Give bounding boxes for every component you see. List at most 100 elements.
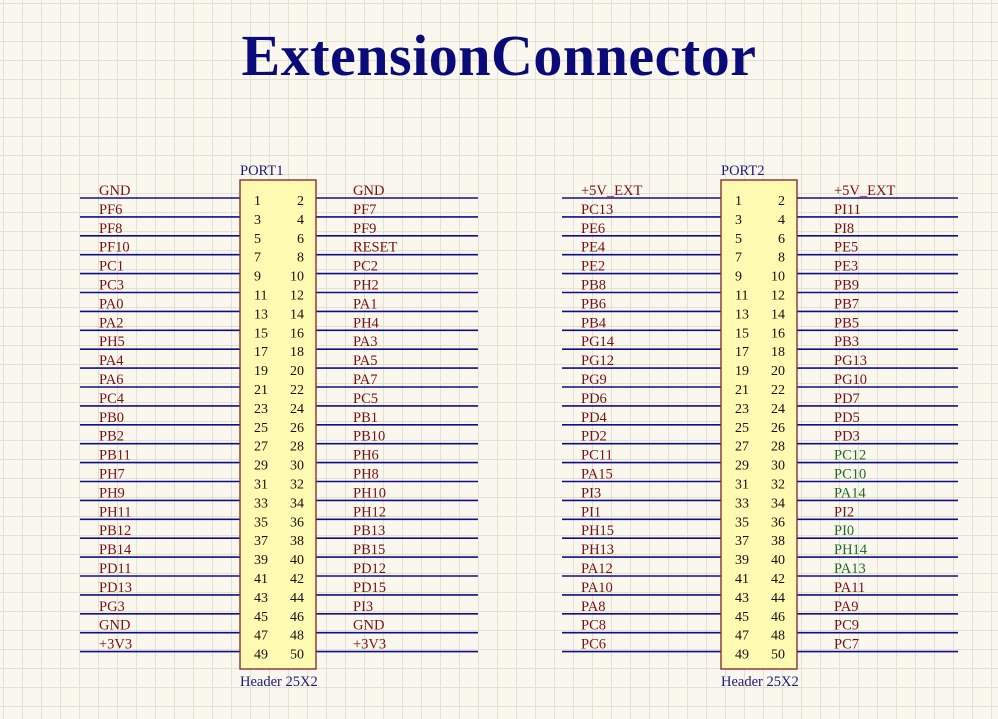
pin-number: 26 (771, 421, 785, 436)
pin-number: 8 (297, 251, 304, 266)
signal-label: PD15 (353, 580, 386, 596)
pin-number: 29 (735, 459, 749, 474)
signal-label: PB7 (834, 296, 859, 312)
signal-label: PA14 (834, 485, 866, 501)
pin-number: 18 (290, 345, 304, 360)
connector-body[interactable] (720, 179, 798, 670)
signal-label: PC4 (99, 391, 125, 407)
signal-label: PH7 (99, 467, 125, 483)
pin-number: 48 (771, 629, 785, 644)
signal-label: PC1 (99, 259, 124, 275)
pin-number: 27 (254, 440, 268, 455)
signal-label: PB11 (99, 448, 131, 464)
pin-number: 16 (290, 326, 304, 341)
signal-label: PA12 (581, 561, 613, 577)
signal-label: PE3 (834, 259, 858, 275)
signal-label: PG9 (581, 372, 607, 388)
signal-label: PD11 (99, 561, 132, 577)
signal-label: PB15 (353, 542, 385, 558)
signal-label: PA13 (834, 561, 866, 577)
pin-number: 7 (254, 251, 261, 266)
signal-label: RESET (353, 240, 397, 256)
pin-number: 26 (290, 421, 304, 436)
pin-number: 6 (778, 232, 785, 247)
pin-number: 40 (290, 553, 304, 568)
pin-number: 44 (290, 591, 304, 606)
pin-number: 36 (771, 515, 785, 530)
signal-label: PA1 (353, 296, 377, 312)
pin-number: 19 (735, 364, 749, 379)
signal-label: PI0 (834, 523, 854, 539)
connector-body[interactable] (239, 179, 317, 670)
pin-number: 22 (290, 383, 304, 398)
pin-number: 25 (735, 421, 749, 436)
signal-label: PF9 (353, 221, 376, 237)
connector-designator: PORT1 (240, 163, 283, 179)
pin-number: 43 (254, 591, 268, 606)
pin-number: 24 (771, 402, 785, 417)
pin-number: 12 (771, 289, 785, 304)
pin-number: 35 (254, 515, 268, 530)
signal-label: PF6 (99, 202, 122, 218)
pin-number: 1 (735, 194, 742, 209)
pin-number: 22 (771, 383, 785, 398)
signal-label: PA5 (353, 353, 377, 369)
pin-number: 37 (735, 534, 749, 549)
signal-label: PI3 (353, 599, 373, 615)
signal-label: PD2 (581, 429, 607, 445)
pin-number: 37 (254, 534, 268, 549)
signal-label: PF10 (99, 240, 130, 256)
pin-number: 16 (771, 326, 785, 341)
pin-number: 49 (254, 648, 268, 663)
pin-number: 20 (290, 364, 304, 379)
pin-number: 39 (254, 553, 268, 568)
signal-label: PE4 (581, 240, 606, 256)
signal-label: PH15 (581, 523, 614, 539)
signal-label: +5V_EXT (581, 183, 642, 199)
pin-number: 45 (735, 610, 749, 625)
signal-label: PC7 (834, 637, 859, 653)
signal-label: PB14 (99, 542, 132, 558)
signal-label: PC9 (834, 618, 859, 634)
signal-label: PH13 (581, 542, 614, 558)
pin-number: 47 (735, 629, 749, 644)
pin-number: 38 (290, 534, 304, 549)
pin-number: 3 (254, 213, 261, 228)
signal-label: PB1 (353, 410, 378, 426)
pin-number: 42 (290, 572, 304, 587)
pin-number: 47 (254, 629, 268, 644)
signal-label: PA11 (834, 580, 865, 596)
signal-label: PG10 (834, 372, 867, 388)
pin-number: 46 (290, 610, 304, 625)
pin-number: 25 (254, 421, 268, 436)
pin-number: 10 (290, 270, 304, 285)
pin-number: 39 (735, 553, 749, 568)
signal-label: PH6 (353, 448, 379, 464)
pin-number: 11 (735, 289, 748, 304)
pin-number: 7 (735, 251, 742, 266)
connector-footprint: Header 25X2 (240, 674, 318, 690)
signal-label: PH5 (99, 334, 125, 350)
pin-number: 9 (254, 270, 261, 285)
pin-number: 14 (771, 307, 785, 322)
signal-label: PC5 (353, 391, 378, 407)
signal-label: PC10 (834, 467, 866, 483)
pin-number: 30 (290, 459, 304, 474)
signal-label: +3V3 (99, 637, 132, 653)
schematic-title: ExtensionConnector (241, 23, 757, 88)
signal-label: PG14 (581, 334, 615, 350)
signal-label: PD7 (834, 391, 860, 407)
pin-number: 4 (778, 213, 785, 228)
signal-label: PD13 (99, 580, 132, 596)
signal-label: PD5 (834, 410, 860, 426)
pin-number: 4 (297, 213, 304, 228)
signal-label: PB5 (834, 315, 859, 331)
signal-label: PH4 (353, 315, 380, 331)
pin-number: 17 (254, 345, 268, 360)
signal-label: GND (99, 618, 130, 634)
pin-number: 20 (771, 364, 785, 379)
pin-number: 36 (290, 515, 304, 530)
